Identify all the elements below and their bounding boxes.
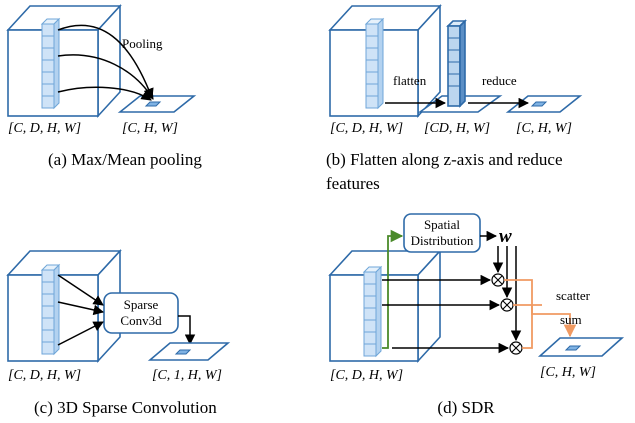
multiply-node-3 bbox=[509, 341, 523, 355]
panel-b: flatten reduce [C, D, H, W] [CD, H, W] [… bbox=[326, 3, 583, 193]
conv-arrow-2 bbox=[57, 301, 105, 316]
feature-cube-b bbox=[328, 3, 442, 119]
conv-output-arrow bbox=[178, 315, 196, 346]
spatial-distribution-box bbox=[403, 213, 481, 253]
output-plane-c bbox=[147, 342, 231, 361]
panel-d: Spatial Distribution w scatter sum bbox=[328, 213, 625, 417]
input-shape-label-a: [C, D, H, W] bbox=[8, 121, 81, 136]
input-shape-label-b: [C, D, H, W] bbox=[330, 121, 403, 136]
feature-cube-d bbox=[328, 248, 442, 364]
caption-b-line2: features bbox=[326, 174, 380, 193]
caption-a: (a) Max/Mean pooling bbox=[48, 150, 202, 169]
sparse-conv3d-line2: Conv3d bbox=[120, 313, 162, 328]
spatial-distribution-line2: Distribution bbox=[411, 233, 474, 248]
conv-arrow-1 bbox=[57, 274, 104, 306]
output-shape-label-c: [C, 1, H, W] bbox=[152, 368, 222, 383]
voxel-column-c bbox=[40, 263, 61, 356]
output-shape-label-d: [C, H, W] bbox=[540, 365, 596, 380]
mid-shape-label-b: [CD, H, W] bbox=[424, 121, 490, 136]
scatter-sum-arrow bbox=[531, 305, 577, 338]
scatter-label-line2: sum bbox=[560, 312, 582, 327]
panel-a: Pooling [C, D, H, W] [C, H, W] (a) Max/M… bbox=[6, 3, 202, 169]
multiply-node-1 bbox=[491, 273, 505, 287]
weight-symbol: w bbox=[499, 226, 512, 247]
output-shape-label-a: [C, H, W] bbox=[122, 121, 178, 136]
voxel-column-d bbox=[362, 265, 383, 358]
output-plane-a bbox=[117, 95, 197, 113]
pooling-arrow-3 bbox=[57, 86, 152, 101]
pooling-label: Pooling bbox=[122, 36, 163, 51]
output-plane-d bbox=[537, 337, 625, 357]
scatter-label-line1: scatter bbox=[556, 288, 591, 303]
voxel-column-b bbox=[364, 17, 385, 110]
pooling-arrow-1 bbox=[57, 24, 154, 99]
caption-c: (c) 3D Sparse Convolution bbox=[34, 398, 217, 417]
scatter-line-3 bbox=[522, 305, 533, 349]
output-plane-b bbox=[505, 95, 583, 113]
multiply-node-2 bbox=[500, 298, 514, 312]
panel-c: Sparse Conv3d [C, D, H, W] [C, 1, H, W] … bbox=[6, 248, 231, 417]
feature-cube-a bbox=[6, 3, 122, 119]
input-shape-label-d: [C, D, H, W] bbox=[330, 368, 403, 383]
input-shape-label-c: [C, D, H, W] bbox=[8, 368, 81, 383]
conv-arrow-3 bbox=[57, 321, 104, 346]
flatten-label: flatten bbox=[393, 73, 427, 88]
voxel-column-a bbox=[40, 17, 61, 110]
sparse-conv3d-line1: Sparse bbox=[124, 297, 159, 312]
caption-b-line1: (b) Flatten along z-axis and reduce bbox=[326, 150, 563, 169]
scatter-line-1 bbox=[504, 279, 533, 305]
output-shape-label-b: [C, H, W] bbox=[516, 121, 572, 136]
reduce-label: reduce bbox=[482, 73, 517, 88]
pooling-arrow-2 bbox=[57, 54, 154, 100]
green-input-arrow bbox=[382, 229, 404, 349]
caption-d: (d) SDR bbox=[437, 398, 495, 417]
spatial-distribution-line1: Spatial bbox=[424, 217, 460, 232]
